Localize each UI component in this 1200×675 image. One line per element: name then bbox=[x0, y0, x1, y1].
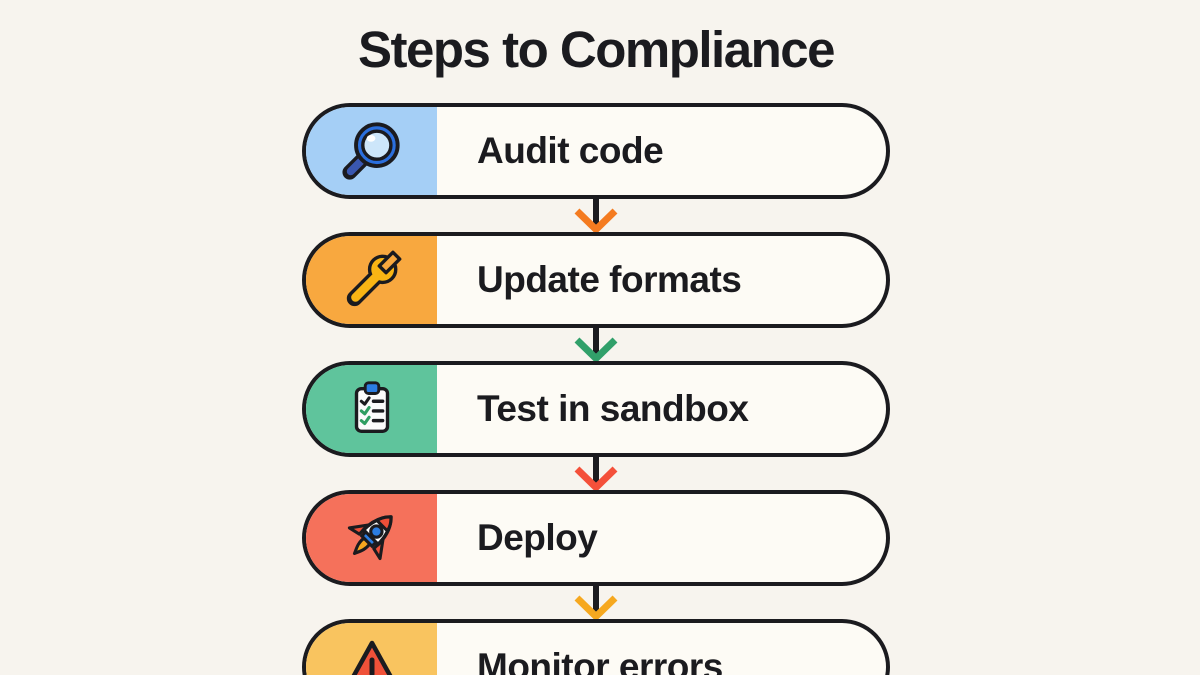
warning-icon bbox=[351, 640, 392, 675]
flow-arrow-down-icon bbox=[574, 326, 618, 363]
wrench-icon bbox=[346, 250, 401, 307]
checklist-icon bbox=[354, 381, 389, 433]
step-icon-box bbox=[306, 365, 437, 453]
step-pill-update-formats: Update formats bbox=[302, 232, 890, 328]
step-icon-box bbox=[306, 236, 437, 324]
flow-arrow-down-icon bbox=[574, 455, 618, 492]
magnifier-icon bbox=[341, 122, 400, 180]
step-label: Deploy bbox=[477, 517, 598, 558]
step-label: Test in sandbox bbox=[477, 388, 749, 429]
step-pill-monitor-errors: Monitor errors bbox=[302, 619, 890, 675]
step-label: Update formats bbox=[477, 259, 742, 300]
page-title: Steps to Compliance bbox=[358, 21, 835, 78]
flow-arrow-down-icon bbox=[574, 584, 618, 621]
step-label: Audit code bbox=[477, 130, 664, 171]
step-icon-box bbox=[306, 494, 437, 582]
step-icon-box bbox=[306, 107, 437, 195]
step-pill-deploy: Deploy bbox=[302, 490, 890, 586]
flow-arrow-down-icon bbox=[574, 197, 618, 234]
step-label: Monitor errors bbox=[477, 646, 723, 675]
step-pill-audit-code: Audit code bbox=[302, 103, 890, 199]
rocket-icon bbox=[347, 515, 393, 561]
step-pill-test-in-sandbox: Test in sandbox bbox=[302, 361, 890, 457]
step-icon-box bbox=[306, 623, 437, 675]
